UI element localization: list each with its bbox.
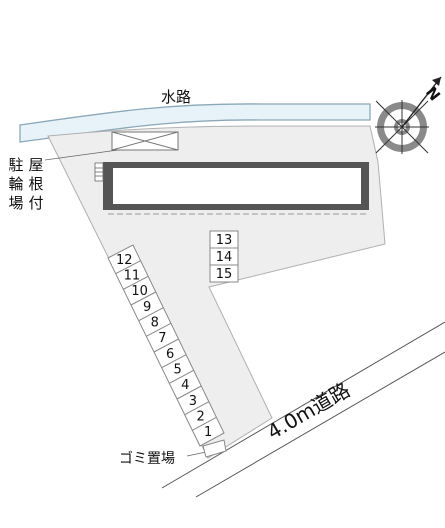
- roof-char-1: 屋: [28, 156, 43, 174]
- upper-spaces: 13 14 15: [209, 230, 239, 283]
- building: [103, 162, 369, 215]
- compass-icon: [375, 76, 442, 154]
- road-edge-lower: [195, 351, 445, 498]
- north-label: N: [422, 83, 444, 104]
- road-edge-upper: [161, 321, 445, 489]
- space-2: 2: [196, 410, 204, 425]
- bike-char-3: 場: [8, 194, 23, 212]
- waterway-label: 水路: [161, 88, 191, 106]
- bike-char-1: 駐: [8, 156, 23, 174]
- roof-label: 屋 根 付: [28, 156, 43, 212]
- space-5: 5: [174, 363, 182, 378]
- space-1: 1: [204, 425, 212, 440]
- waterway-leader: [44, 149, 119, 161]
- stall-divider: [138, 307, 164, 322]
- stall-divider: [192, 416, 217, 431]
- bike-char-2: 輪: [8, 175, 23, 193]
- space-8: 8: [151, 316, 159, 331]
- stall-divider: [184, 401, 210, 416]
- bridge-crossing: [111, 131, 179, 151]
- stall-divider: [161, 354, 187, 369]
- road-label: 4.0m道路: [263, 378, 354, 444]
- stall-divider: [169, 369, 194, 384]
- space-12: 12: [116, 253, 133, 268]
- utility-box-icon: [94, 162, 104, 182]
- space-4: 4: [181, 378, 189, 393]
- roof-char-3: 付: [28, 194, 43, 212]
- space-7: 7: [158, 331, 166, 346]
- space-10: 10: [131, 284, 148, 299]
- space-9: 9: [143, 300, 151, 315]
- stall-divider: [130, 291, 156, 306]
- space-15: 15: [216, 267, 233, 282]
- stall-divider: [153, 338, 179, 353]
- stall-divider: [176, 385, 202, 400]
- space-14: 14: [216, 250, 233, 265]
- garbage-label: ゴミ置場: [119, 450, 175, 467]
- stall-divider: [146, 322, 172, 337]
- garbage-leader: [186, 451, 207, 457]
- space-6: 6: [166, 347, 174, 362]
- space-11: 11: [124, 269, 141, 284]
- stall-divider: [123, 275, 149, 290]
- bike-parking-label: 駐 輪 場: [8, 156, 23, 212]
- garbage-area: [202, 439, 227, 458]
- roof-char-2: 根: [28, 175, 43, 193]
- space-13: 13: [216, 233, 233, 248]
- stall-divider: [115, 260, 141, 275]
- space-3: 3: [189, 394, 197, 409]
